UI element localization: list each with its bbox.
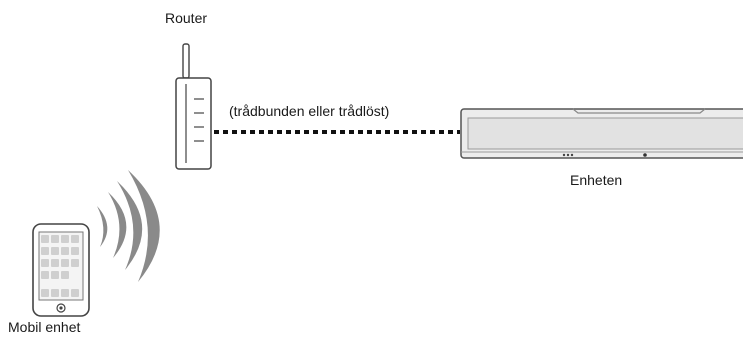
router-icon [175,43,212,170]
smartphone-icon [32,223,90,317]
mobile-label: Mobil enhet [8,319,81,335]
soundbar-icon [460,108,743,159]
wifi-signal-icon [97,170,160,282]
connection-label: (trådbunden eller trådlöst) [229,103,390,119]
router-label: Router [165,10,208,26]
device-label: Enheten [570,172,623,188]
